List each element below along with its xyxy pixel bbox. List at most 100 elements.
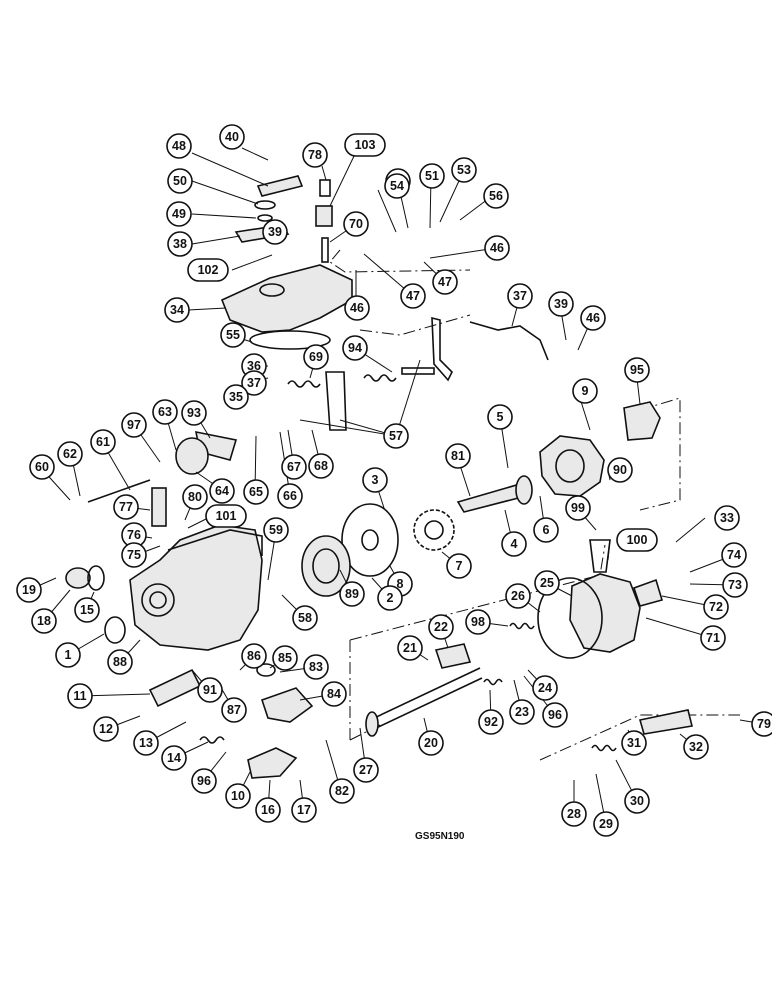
callout-label: 54 <box>390 179 404 193</box>
callout-bubble <box>751 711 772 737</box>
callout-label: 102 <box>198 263 219 277</box>
callout-label: 77 <box>119 500 133 514</box>
callout-label: 79 <box>757 717 771 731</box>
callout-label: 88 <box>113 655 127 669</box>
callout-40: 40 <box>219 124 245 150</box>
callout-bubble <box>344 295 370 321</box>
callout-bubble <box>181 400 207 426</box>
callout-bubble <box>321 681 347 707</box>
gear-7 <box>413 509 455 551</box>
callout-67: 67 <box>281 454 307 480</box>
callout-26: 26 <box>505 583 531 609</box>
callout-bubble <box>484 235 510 261</box>
rotor-head <box>365 711 379 737</box>
callout-bubble <box>308 453 334 479</box>
callout-96: 96 <box>542 702 568 728</box>
spring-30 <box>591 744 617 752</box>
callout-label: 1 <box>65 648 72 662</box>
callout-94: 94 <box>342 335 368 361</box>
callout-label: 24 <box>538 681 552 695</box>
callout-98: 98 <box>465 609 491 635</box>
callout-bubble <box>616 528 658 552</box>
lever-hub-64 <box>175 437 209 475</box>
callout-bubble <box>152 399 178 425</box>
callout-27: 27 <box>353 757 379 783</box>
callout-bubble <box>74 597 100 623</box>
callout-label: 82 <box>335 784 349 798</box>
pin-57 <box>401 367 435 375</box>
callout-83: 83 <box>303 654 329 680</box>
callout-bubble <box>542 702 568 728</box>
plate-18 <box>65 567 91 589</box>
callout-bubble <box>572 378 598 404</box>
callout-15: 15 <box>74 597 100 623</box>
callout-64: 64 <box>209 478 235 504</box>
callout-label: 60 <box>35 460 49 474</box>
callout-bubble <box>561 801 587 827</box>
callout-bubble <box>187 258 229 282</box>
callout-18: 18 <box>31 608 57 634</box>
oring-15 <box>87 565 105 591</box>
callout-bubble <box>272 645 298 671</box>
callout-bubble <box>487 404 513 430</box>
cam-ring-9 <box>539 435 605 497</box>
governor-cover <box>220 264 353 333</box>
callout-label: 36 <box>247 359 261 373</box>
callout-55: 55 <box>220 322 246 348</box>
callout-81: 81 <box>445 443 471 469</box>
callout-96: 96 <box>191 768 217 794</box>
callout-32: 32 <box>683 734 709 760</box>
callout-bubble <box>418 730 444 756</box>
housing-top-flange <box>167 529 263 556</box>
callout-99: 99 <box>565 495 591 521</box>
callout-label: 23 <box>515 705 529 719</box>
callout-label: 27 <box>359 763 373 777</box>
callout-46: 46 <box>484 235 510 261</box>
callout-65: 65 <box>243 479 269 505</box>
callout-47: 47 <box>400 283 426 309</box>
callout-label: 28 <box>567 807 581 821</box>
callout-bubble <box>107 649 133 675</box>
callout-bubble <box>263 517 289 543</box>
callout-bubble <box>209 478 235 504</box>
callout-label: 70 <box>349 217 363 231</box>
callout-bubble <box>31 608 57 634</box>
callout-label: 31 <box>627 736 641 750</box>
callout-bubble <box>303 344 329 370</box>
fitting-32 <box>638 709 693 735</box>
callout-56: 56 <box>483 183 509 209</box>
callout-92: 92 <box>478 709 504 735</box>
callout-35: 35 <box>223 384 249 410</box>
callout-1: 1 <box>55 642 81 668</box>
callout-label: 35 <box>229 390 243 404</box>
callout-label: 47 <box>438 275 452 289</box>
callout-label: 64 <box>215 484 229 498</box>
callout-label: 34 <box>170 303 184 317</box>
callout-bubble <box>483 183 509 209</box>
callout-bubble <box>121 412 147 438</box>
callout-29: 29 <box>593 811 619 837</box>
callout-75: 75 <box>121 542 147 568</box>
callout-23: 23 <box>509 699 535 725</box>
callout-bubble <box>220 322 246 348</box>
callout-bubble <box>703 594 729 620</box>
callout-bubble <box>205 504 247 528</box>
callout-bubble <box>624 357 650 383</box>
callout-89: 89 <box>339 581 365 607</box>
callout-label: 39 <box>554 297 568 311</box>
rotor-shaft-lower <box>371 677 483 731</box>
sleeve-11 <box>148 668 202 708</box>
callout-label: 96 <box>548 708 562 722</box>
callout-103: 103 <box>344 133 386 157</box>
callout-bubble <box>281 454 307 480</box>
callout-label: 21 <box>403 641 417 655</box>
callout-label: 65 <box>249 485 263 499</box>
callout-label: 29 <box>599 817 613 831</box>
callout-25: 25 <box>534 570 560 596</box>
callout-bubble <box>507 283 533 309</box>
housing-bore <box>141 583 175 617</box>
callout-bubble <box>377 585 403 611</box>
callout-bubble <box>700 625 726 651</box>
lever-48 <box>256 175 304 197</box>
